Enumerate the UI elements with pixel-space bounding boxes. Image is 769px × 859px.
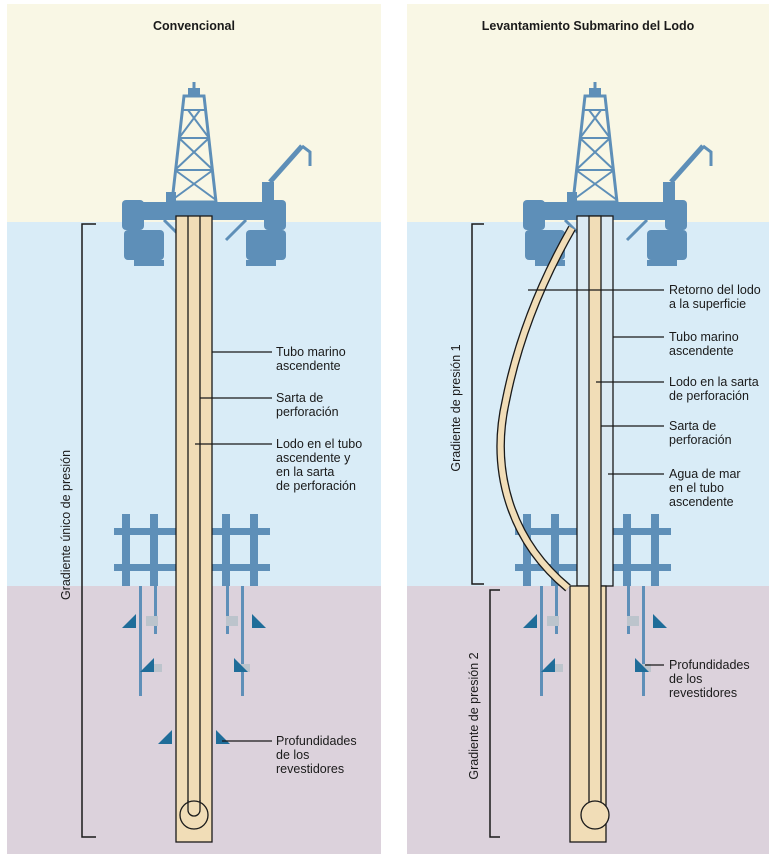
right-bracket-label-2: Gradiente de presión 2: [467, 652, 481, 779]
right-pressure-bracket-1: Gradiente de presión 1: [449, 223, 484, 585]
left-title: Convencional: [153, 19, 235, 33]
right-bracket-label-1: Gradiente de presión 1: [449, 344, 463, 471]
left-leaders: [195, 351, 272, 742]
right-leaders: [528, 289, 664, 666]
left-drill-bit: [179, 800, 209, 830]
right-sky: [407, 4, 769, 222]
right-riser-and-drillstring: [496, 215, 614, 843]
right-pressure-bracket-2: Gradiente de presión 2: [467, 589, 500, 838]
left-pressure-bracket: Gradiente único de presión: [59, 223, 96, 838]
right-casing-shoes: [523, 614, 667, 672]
left-riser-and-drillstring: [175, 215, 213, 843]
left-sky: [7, 4, 381, 222]
right-drill-bit: [580, 800, 610, 830]
left-riser: [175, 215, 213, 843]
left-bracket-label: Gradiente único de presión: [59, 450, 73, 600]
left-casing-shoes: [122, 614, 266, 744]
right-drillstring: [588, 215, 602, 827]
right-title: Levantamiento Submarino del Lodo: [482, 19, 695, 33]
